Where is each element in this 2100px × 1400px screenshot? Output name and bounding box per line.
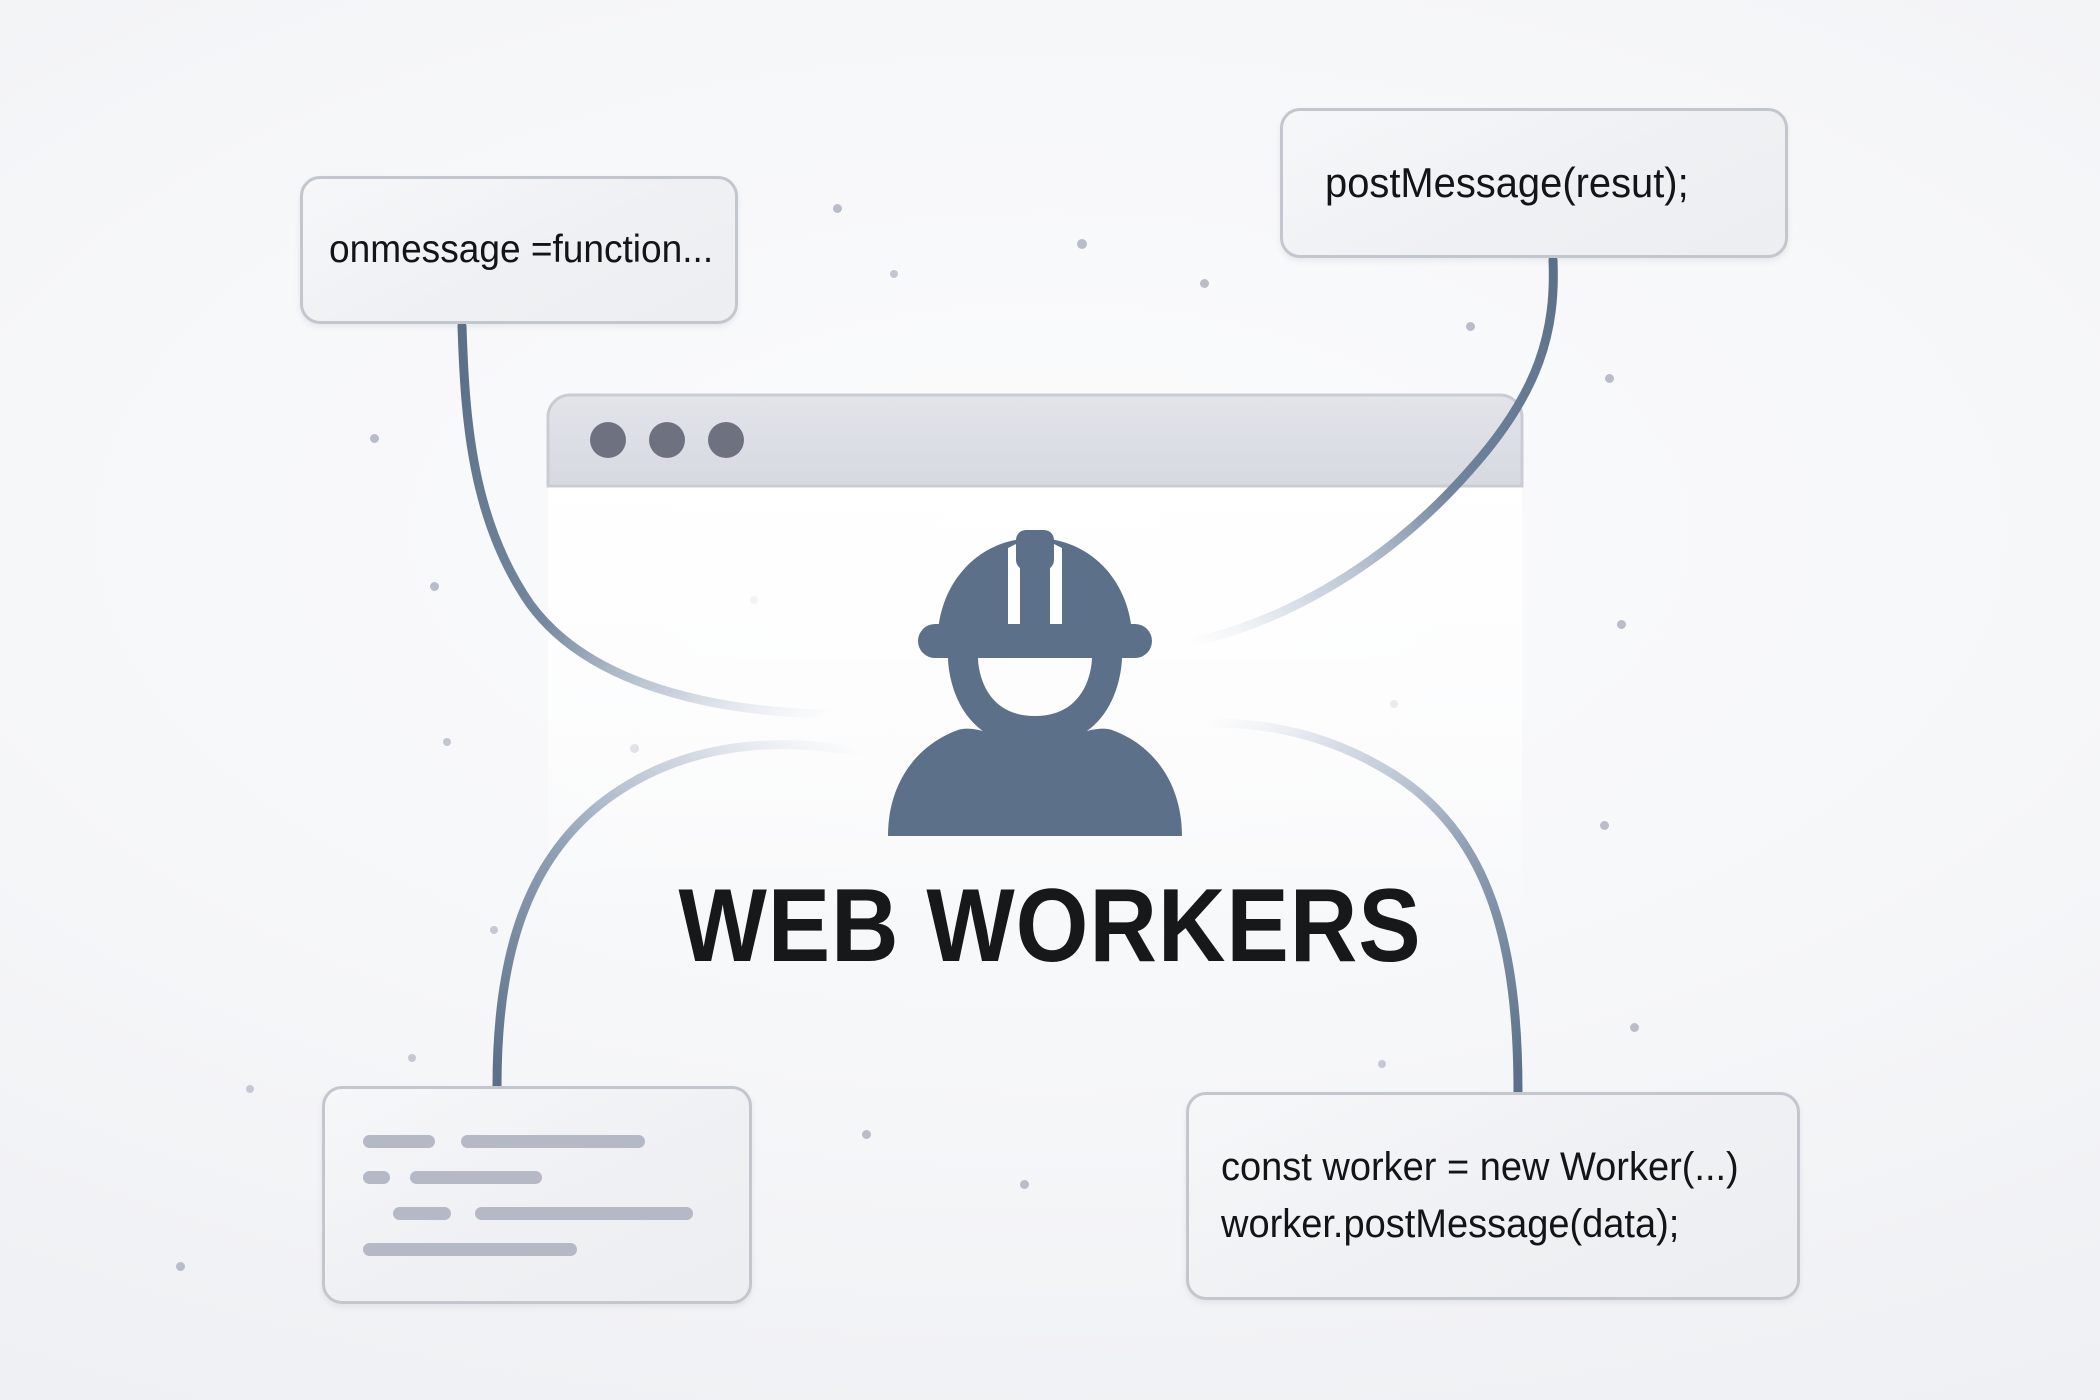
callout-onmessage-line-1: onmessage =function... [329, 228, 714, 271]
wire-postmessage-to-worker [1170, 255, 1558, 650]
callout-postmessage[interactable]: postMessage(resut); [1280, 108, 1788, 258]
code-placeholder-row [363, 1206, 727, 1220]
window-dot-close [590, 422, 626, 458]
code-placeholder-row [363, 1134, 727, 1148]
wire-onmessage-to-worker [457, 321, 860, 719]
wire-codeblock-to-worker [492, 740, 885, 1091]
callout-postmessage-line-1: postMessage(resut); [1325, 159, 1689, 206]
callout-code-block[interactable] [322, 1086, 752, 1304]
callout-const-worker[interactable]: const worker = new Worker(...) worker.po… [1186, 1092, 1800, 1300]
code-placeholder-bar [475, 1206, 693, 1220]
code-placeholder-bar [393, 1206, 451, 1220]
code-placeholder-row [363, 1170, 727, 1184]
code-placeholder-bar [363, 1134, 435, 1148]
window-dot-maximize [708, 422, 744, 458]
construction-worker-icon [880, 524, 1190, 844]
callout-const-worker-line-2: worker.postMessage(data); [1221, 1202, 1680, 1246]
callout-const-worker-line-1: const worker = new Worker(...) [1221, 1145, 1739, 1190]
code-placeholder-bar [410, 1170, 542, 1184]
code-placeholder-bar [461, 1134, 645, 1148]
browser-window-mock [545, 392, 1525, 952]
code-placeholder-row [363, 1242, 727, 1256]
page-title: WEB WORKERS [678, 868, 1422, 984]
code-placeholder-bars [325, 1134, 749, 1256]
callout-onmessage[interactable]: onmessage =function... [300, 176, 738, 324]
code-placeholder-bar [363, 1170, 390, 1184]
code-placeholder-bar [363, 1242, 577, 1256]
window-dot-minimize [649, 422, 685, 458]
wire-constworker-to-worker [1163, 718, 1523, 1097]
